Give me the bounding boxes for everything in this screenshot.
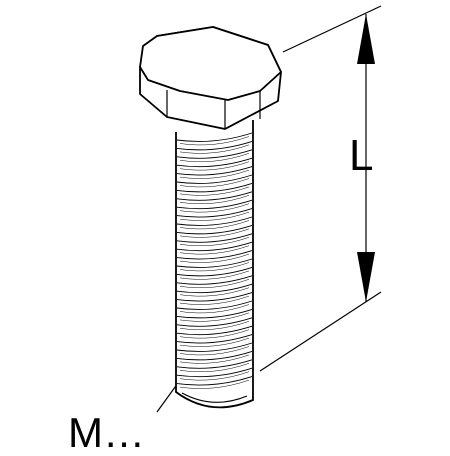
- shank-end-chamfer: [181, 392, 248, 403]
- thread-root: [179, 354, 250, 364]
- thread-ridge: [176, 334, 253, 344]
- thread-root: [179, 203, 250, 213]
- thread-lines: [176, 132, 253, 389]
- thread-ridge: [176, 359, 253, 369]
- thread-ridge: [176, 208, 253, 218]
- thread-ridge: [176, 376, 253, 386]
- thread-ridge: [176, 367, 253, 378]
- thread-ridge: [176, 292, 253, 302]
- thread-root: [179, 195, 250, 204]
- thread-ridge: [176, 166, 253, 176]
- thread-root: [179, 211, 250, 221]
- thread-root: [179, 253, 250, 263]
- thread-root: [179, 144, 250, 154]
- thread-root: [179, 153, 250, 162]
- thread-root: [179, 245, 250, 255]
- hex-head: [139, 26, 282, 130]
- thread-root: [179, 262, 250, 272]
- thread-root: [179, 287, 250, 297]
- thread-size-label: M…: [68, 409, 145, 456]
- thread-ridge: [176, 199, 253, 210]
- thread-ridge: [176, 342, 253, 352]
- thread-root: [179, 304, 250, 314]
- thread-ridge: [176, 317, 253, 327]
- thread-ridge: [176, 149, 253, 159]
- thread-ridge: [176, 216, 253, 226]
- top-arrowhead: [357, 14, 375, 64]
- thread-ridge: [176, 325, 253, 336]
- thread-leader-line: [156, 382, 179, 413]
- thread-root: [179, 237, 250, 246]
- thread-ridge: [176, 308, 253, 319]
- thread-root: [179, 371, 250, 381]
- top-extension-line: [282, 5, 382, 53]
- thread-ridge: [176, 241, 253, 252]
- extension-lines: [259, 5, 382, 372]
- thread-root: [179, 220, 250, 230]
- thread-root: [179, 329, 250, 339]
- thread-root: [179, 186, 250, 196]
- thread-ridge: [176, 224, 253, 235]
- length-dimension: [357, 14, 375, 302]
- thread-root: [179, 270, 250, 280]
- hex-head-chamfer-edge: [147, 71, 282, 101]
- bottom-extension-line: [259, 291, 382, 372]
- thread-root: [179, 337, 250, 347]
- thread-root: [179, 169, 250, 179]
- thread-ridge: [176, 174, 253, 184]
- thread-root: [179, 178, 250, 188]
- thread-ridge: [176, 182, 253, 193]
- thread-ridge: [176, 140, 253, 151]
- thread-ridge: [176, 191, 253, 201]
- shank-outline: [175, 120, 254, 409]
- thread-ridge: [176, 283, 253, 294]
- thread-root: [179, 136, 250, 146]
- thread-root: [179, 279, 250, 288]
- thread-root: [179, 363, 250, 372]
- bottom-arrowhead: [357, 252, 375, 302]
- thread-root: [179, 228, 250, 238]
- thread-root: [179, 295, 250, 305]
- thread-ridge: [176, 275, 253, 285]
- bolt-shank: [175, 120, 254, 409]
- thread-ridge: [176, 300, 253, 310]
- thread-root: [179, 321, 250, 330]
- thread-root: [179, 379, 250, 389]
- thread-ridge: [176, 258, 253, 268]
- thread-ridge: [176, 350, 253, 361]
- thread-ridge: [176, 132, 253, 142]
- thread-root: [179, 312, 250, 322]
- thread-ridge: [176, 157, 253, 168]
- thread-root: [179, 161, 250, 171]
- length-label: L: [349, 131, 374, 180]
- thread-ridge: [176, 233, 253, 243]
- thread-ridge: [176, 250, 253, 260]
- thread-ridge: [176, 266, 253, 277]
- thread-root: [179, 346, 250, 356]
